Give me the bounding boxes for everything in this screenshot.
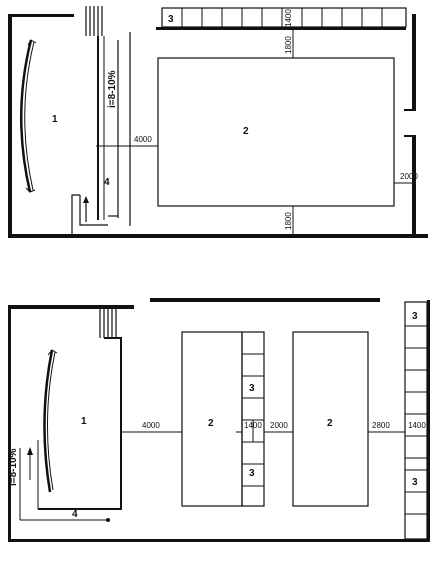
bottom-wall-top-left (8, 305, 134, 309)
bottom-wall-bottom (8, 539, 428, 542)
bottom-slope-label: i=8-10% (8, 448, 19, 486)
bottom-dim-row-b: 1400 (408, 421, 426, 430)
bottom-dim-left: 4000 (142, 421, 160, 430)
bottom-wall-top-right (150, 298, 380, 302)
top-curved-ramp (20, 39, 33, 193)
bottom-wall-left (8, 305, 11, 541)
top-dim-top-gap: 1800 (284, 36, 293, 54)
top-wall-top-left (8, 14, 74, 17)
top-wall-top-right (156, 27, 406, 30)
bottom-zone-3-right-top-label: 3 (412, 311, 418, 322)
bottom-stair (99, 309, 117, 338)
plan-bottom: 1 2 2 3 3 3 3 4 i=8-10% 4000 1400 2000 2… (8, 298, 430, 542)
top-zone-4-label: 4 (104, 177, 110, 188)
top-zone-1-label: 1 (52, 114, 58, 125)
top-wall-right-lower (412, 136, 416, 238)
bottom-zone-2b-label: 2 (327, 418, 333, 429)
top-dim-left: 4000 (134, 135, 152, 144)
bottom-ramp-arrow-icon (27, 447, 33, 455)
bottom-wall-right (427, 300, 430, 542)
top-parking-row (161, 7, 407, 28)
top-wall-left (8, 14, 12, 238)
bottom-middle-column (241, 331, 265, 507)
top-wall-right-upper (412, 14, 416, 110)
top-dim-right: 2000 (400, 172, 418, 181)
top-zone-2-label: 2 (243, 126, 249, 137)
top-dim-bottom: 1800 (284, 212, 293, 230)
bottom-zone-3a-label: 3 (249, 383, 255, 394)
top-zone-3-label: 3 (168, 14, 174, 25)
bottom-zone-3b-label: 3 (249, 468, 255, 479)
bottom-curved-ramp (43, 349, 54, 493)
bottom-zone-1-label: 1 (81, 416, 87, 427)
bottom-dim-right: 2800 (372, 421, 390, 430)
bottom-zone-2b-rect (292, 331, 369, 507)
bottom-right-column (404, 301, 428, 540)
ramp-arrow-icon (83, 196, 89, 203)
top-zone-2-rect (157, 57, 395, 207)
bottom-zone-2a-label: 2 (208, 418, 214, 429)
top-dim-top-row: 1400 (284, 9, 293, 27)
bottom-zone-3-right-bottom-label: 3 (412, 477, 418, 488)
bottom-zone-4-label: 4 (72, 509, 78, 520)
plan-top: 1 2 3 4 i=8-10% 4000 2000 1800 1400 1800 (8, 6, 428, 238)
top-slope-label: i=8-10% (107, 70, 118, 108)
top-wall-bottom (8, 234, 428, 238)
bottom-dim-middle: 2000 (270, 421, 288, 430)
top-stair (85, 6, 103, 36)
bottom-dim-row-a: 1400 (244, 421, 262, 430)
